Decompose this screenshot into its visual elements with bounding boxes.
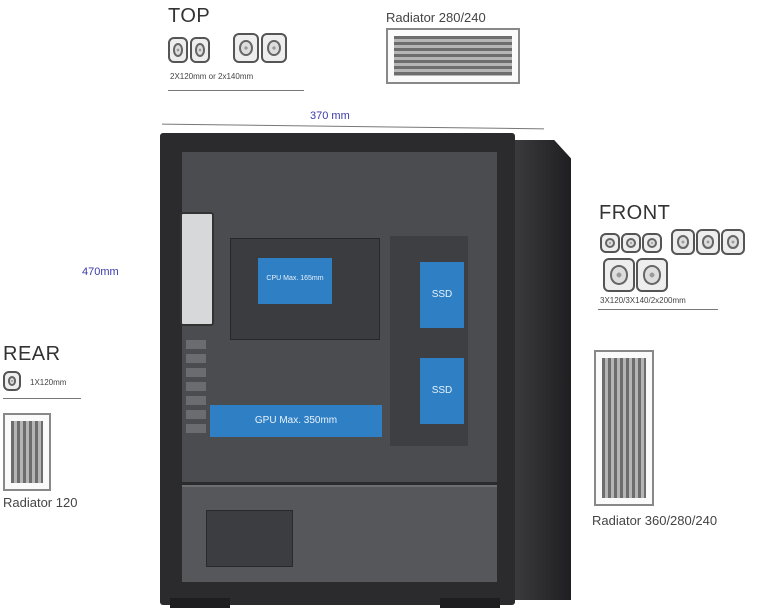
ssd-box-1: SSD <box>420 262 464 328</box>
front-fan-icon <box>696 229 720 255</box>
psu-cutout <box>206 510 293 567</box>
expansion-slot <box>186 340 206 349</box>
ssd-label-2: SSD <box>431 385 453 396</box>
width-dimension: 370 mm <box>310 110 350 122</box>
rear-fan-icon <box>3 371 21 391</box>
top-fan-icon <box>261 33 287 63</box>
top-radiator-icon <box>386 28 520 84</box>
top-fan-icon <box>168 37 188 63</box>
front-heading: FRONT <box>599 202 671 224</box>
expansion-slot <box>186 354 206 363</box>
rear-case-fan-icon <box>180 212 214 326</box>
rear-fan-spec: 1X120mm <box>30 378 67 387</box>
expansion-slot <box>186 368 206 377</box>
front-radiator-icon <box>594 350 654 506</box>
front-fan-icon <box>621 233 641 253</box>
front-underline <box>598 309 718 310</box>
top-underline <box>168 90 304 91</box>
height-dimension: 470mm <box>82 266 119 278</box>
ssd-label-1: SSD <box>431 289 453 300</box>
top-fan-icon <box>233 33 259 63</box>
front-fan-icon <box>600 233 620 253</box>
cpu-cutout <box>230 238 380 340</box>
cpu-cooler-label: CPU Max. 165mm <box>266 275 324 282</box>
ssd-box-2: SSD <box>420 358 464 424</box>
case-foot <box>440 598 500 608</box>
front-fan-spec: 3X120/3X140/2x200mm <box>600 296 686 305</box>
rear-radiator-label: Radiator 120 <box>3 495 78 510</box>
width-dimension-line <box>162 123 544 130</box>
gpu-length-label: GPU Max. 350mm <box>254 415 338 426</box>
case-front-panel <box>515 140 571 600</box>
front-fan-icon <box>642 233 662 253</box>
gpu-length-box: GPU Max. 350mm <box>210 405 382 437</box>
rear-underline <box>3 398 81 399</box>
rear-radiator-icon <box>3 413 51 491</box>
cpu-cooler-box: CPU Max. 165mm <box>258 258 332 304</box>
front-fan-icon <box>721 229 745 255</box>
top-fan-icon <box>190 37 210 63</box>
expansion-slot <box>186 382 206 391</box>
case-foot <box>170 598 230 608</box>
top-fan-spec: 2X120mm or 2x140mm <box>170 72 254 81</box>
top-radiator-label: Radiator 280/240 <box>386 10 486 25</box>
top-heading: TOP <box>168 5 211 27</box>
rear-heading: REAR <box>3 343 61 365</box>
front-fan-icon <box>603 258 635 292</box>
expansion-slot <box>186 396 206 405</box>
expansion-slot <box>186 410 206 419</box>
expansion-slot <box>186 424 206 433</box>
front-radiator-label: Radiator 360/280/240 <box>592 513 718 528</box>
front-fan-icon <box>636 258 668 292</box>
front-fan-icon <box>671 229 695 255</box>
